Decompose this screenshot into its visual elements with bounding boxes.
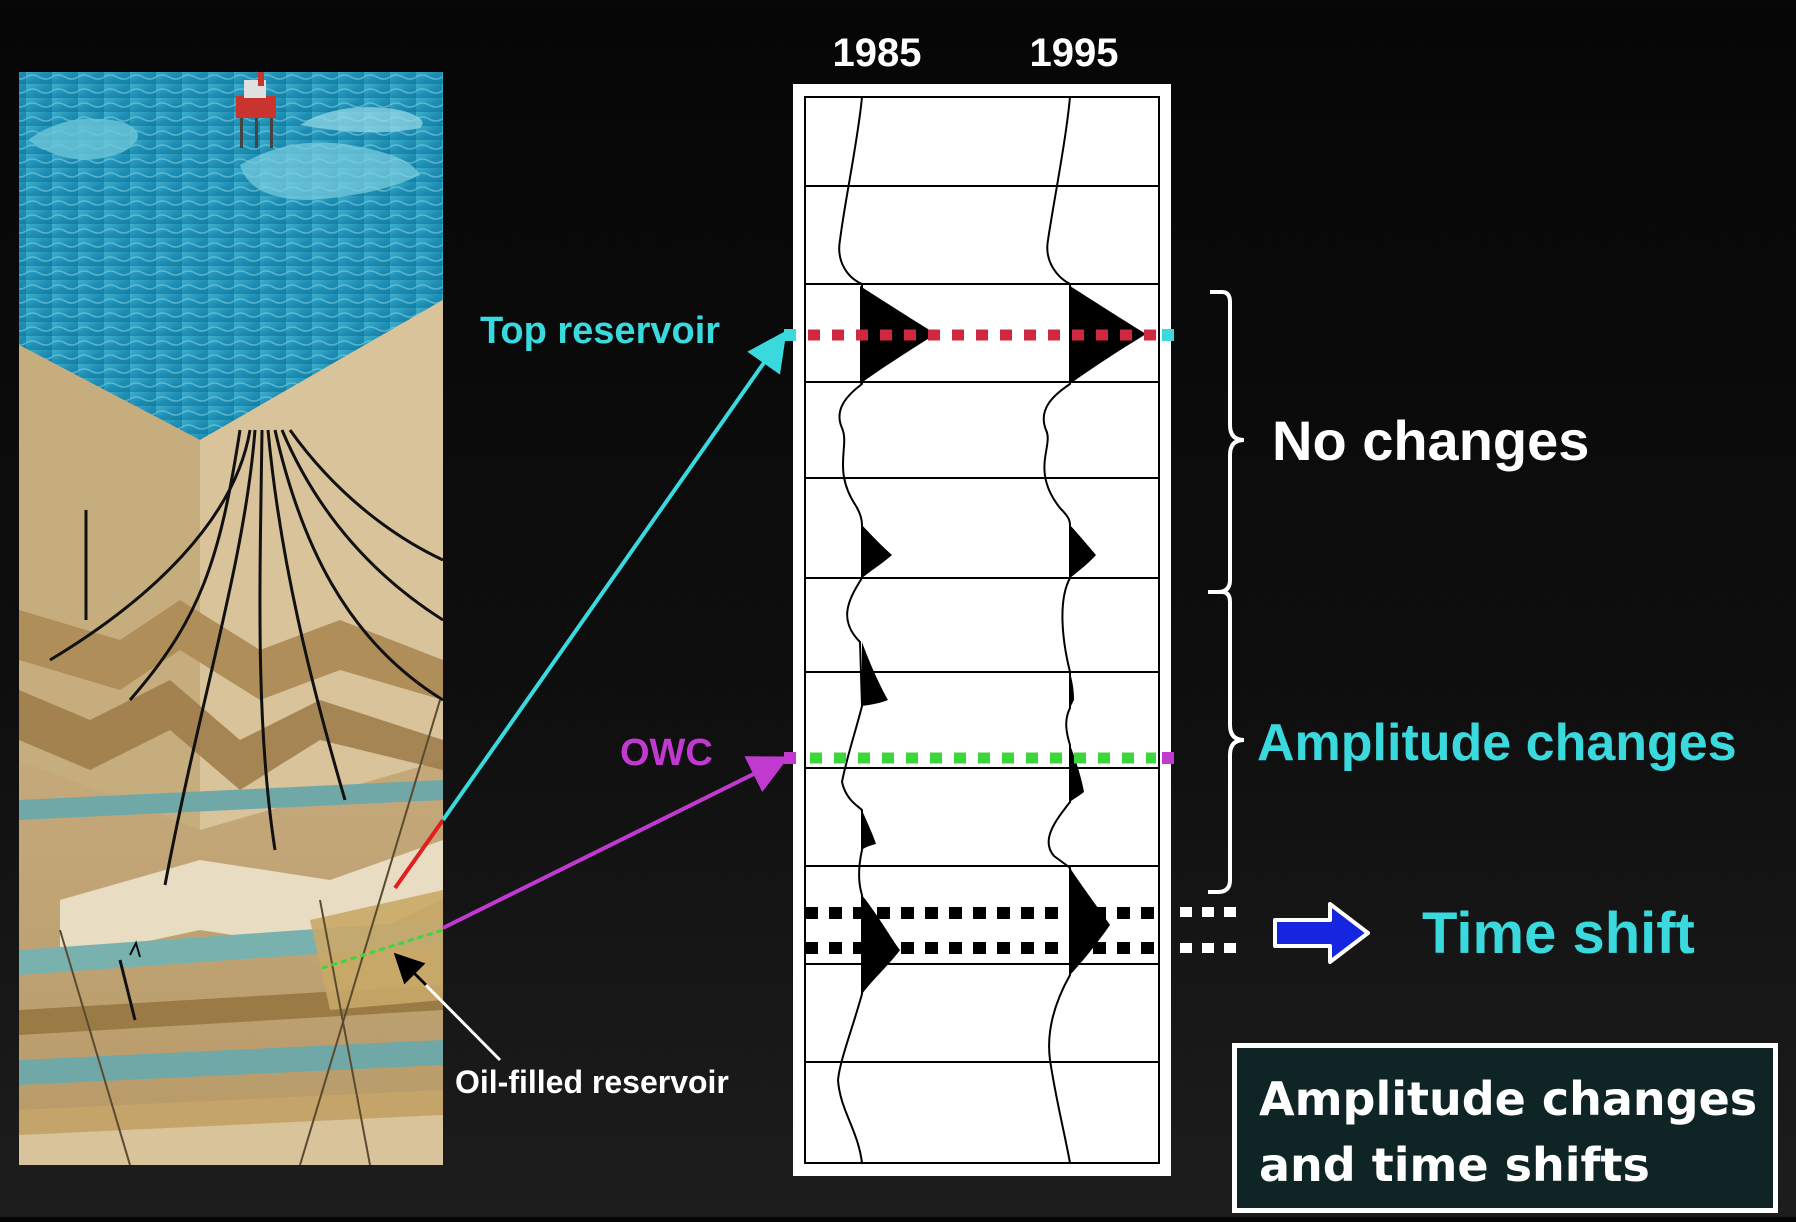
summary-line-2: and time shifts [1259,1138,1650,1192]
owc-tick-right [1162,752,1174,764]
summary-line-1: Amplitude changes [1259,1072,1758,1126]
oil-reservoir-arrow [393,952,428,987]
top-reservoir-marker [393,818,443,890]
blue-arrow-icon [1273,902,1370,964]
panel-grid [805,185,1159,1063]
year-1985-label: 1985 [833,31,922,75]
owc-tick-left [784,752,796,764]
top-reservoir-label: Top reservoir [480,310,720,352]
amplitude-changes-label: Amplitude changes [1257,714,1737,772]
time-shift-label: Time shift [1422,901,1695,966]
trace-1985 [836,96,936,1164]
seismic-trace-panel [784,84,1174,1176]
year-1995-label: 1995 [1030,31,1119,75]
brace-no-changes [1208,290,1245,594]
top-reservoir-tick-left [784,329,796,341]
time-shift-extension [1180,907,1240,953]
top-reservoir-arrow [441,330,787,822]
offshore-platform-icon [236,72,276,148]
owc-arrow [442,756,790,930]
well-trajectories [49,429,443,1021]
oil-filled-reservoir-label: Oil-filled reservoir [455,1064,729,1100]
summary-box: Amplitude changes and time shifts [1232,1043,1778,1213]
brace-amplitude-changes [1208,590,1245,894]
reservoir-block-illustration [19,72,443,1165]
top-reservoir-tick-right [1162,329,1174,341]
owc-label: OWC [620,732,713,774]
no-changes-label: No changes [1272,409,1589,472]
owc-marker [321,928,443,970]
